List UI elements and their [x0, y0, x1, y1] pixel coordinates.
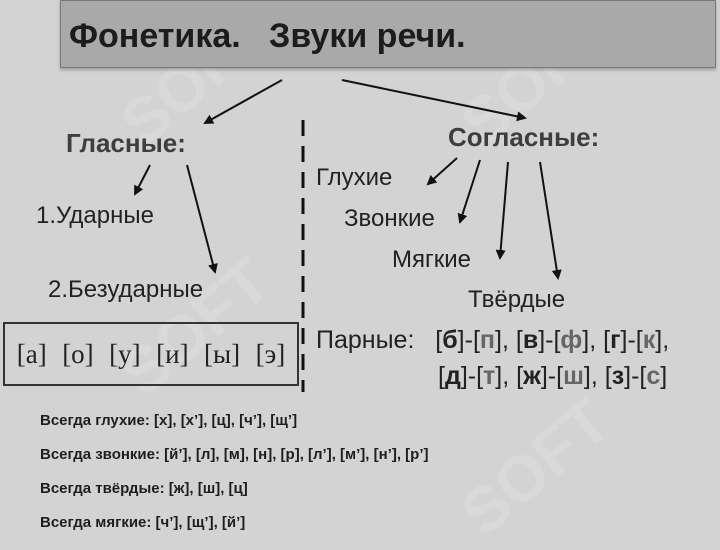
consonant-pair: [б]-[п],	[435, 326, 516, 354]
paired-consonants-row-2: [д]-[т], [ж]-[ш], [з]-[с]	[438, 362, 667, 391]
consonant-pair: [д]-[т],	[438, 362, 517, 390]
vowel-sound: [э]	[255, 338, 286, 369]
consonants-voiced: Звонкие	[344, 205, 435, 232]
paired-consonants-row-1: Парные: [б]-[п], [в]-[ф], [г]-[к],	[316, 326, 669, 355]
consonants-hard: Твёрдые	[468, 286, 566, 313]
arrow	[495, 161, 509, 260]
vowels-unstressed: 2.Безударные	[48, 276, 204, 303]
consonant-pair: [ж]-[ш],	[516, 362, 605, 390]
arrow	[341, 79, 527, 122]
arrow	[539, 161, 562, 280]
rule-always-voiceless: Всегда глухие: [х], [х’], [ц], [ч’], [щ’…	[40, 412, 298, 429]
arrow	[426, 157, 458, 186]
vowel-sound: [и]	[156, 338, 189, 369]
consonants-voiceless: Глухие	[316, 164, 393, 191]
rule-always-voiced: Всегда звонкие: [й’], [л], [м], [н], [р]…	[40, 446, 429, 463]
consonants-soft: Мягкие	[392, 246, 471, 273]
vowel-sound: [а]	[16, 338, 47, 369]
consonant-pair: [г]-[к],	[603, 326, 670, 354]
arrow	[203, 79, 283, 124]
arrow	[134, 164, 151, 196]
consonant-pair: [з]-[с]	[604, 362, 668, 390]
vowel-sound: [ы]	[204, 338, 241, 369]
rule-always-soft: Всегда мягкие: [ч’], [щ’], [й’]	[40, 514, 246, 531]
consonant-pair: [в]-[ф],	[515, 326, 604, 354]
arrow	[457, 159, 481, 224]
vowel-sound: [у]	[109, 338, 141, 369]
arrow	[186, 164, 218, 274]
paired-label: Парные:	[316, 326, 415, 354]
consonants-header: Согласные:	[448, 122, 600, 152]
vowel-sound: [о]	[62, 338, 94, 369]
title-bar: Фонетика. Звуки речи.	[60, 0, 716, 68]
page-title: Фонетика. Звуки речи.	[69, 17, 466, 55]
vowel-sounds-box: [а] [о] [у] [и] [ы] [э]	[3, 322, 299, 386]
rule-always-hard: Всегда твёрдые: [ж], [ш], [ц]	[40, 480, 248, 497]
vowels-stressed: 1.Ударные	[36, 202, 154, 229]
vowels-header: Гласные:	[66, 128, 186, 158]
